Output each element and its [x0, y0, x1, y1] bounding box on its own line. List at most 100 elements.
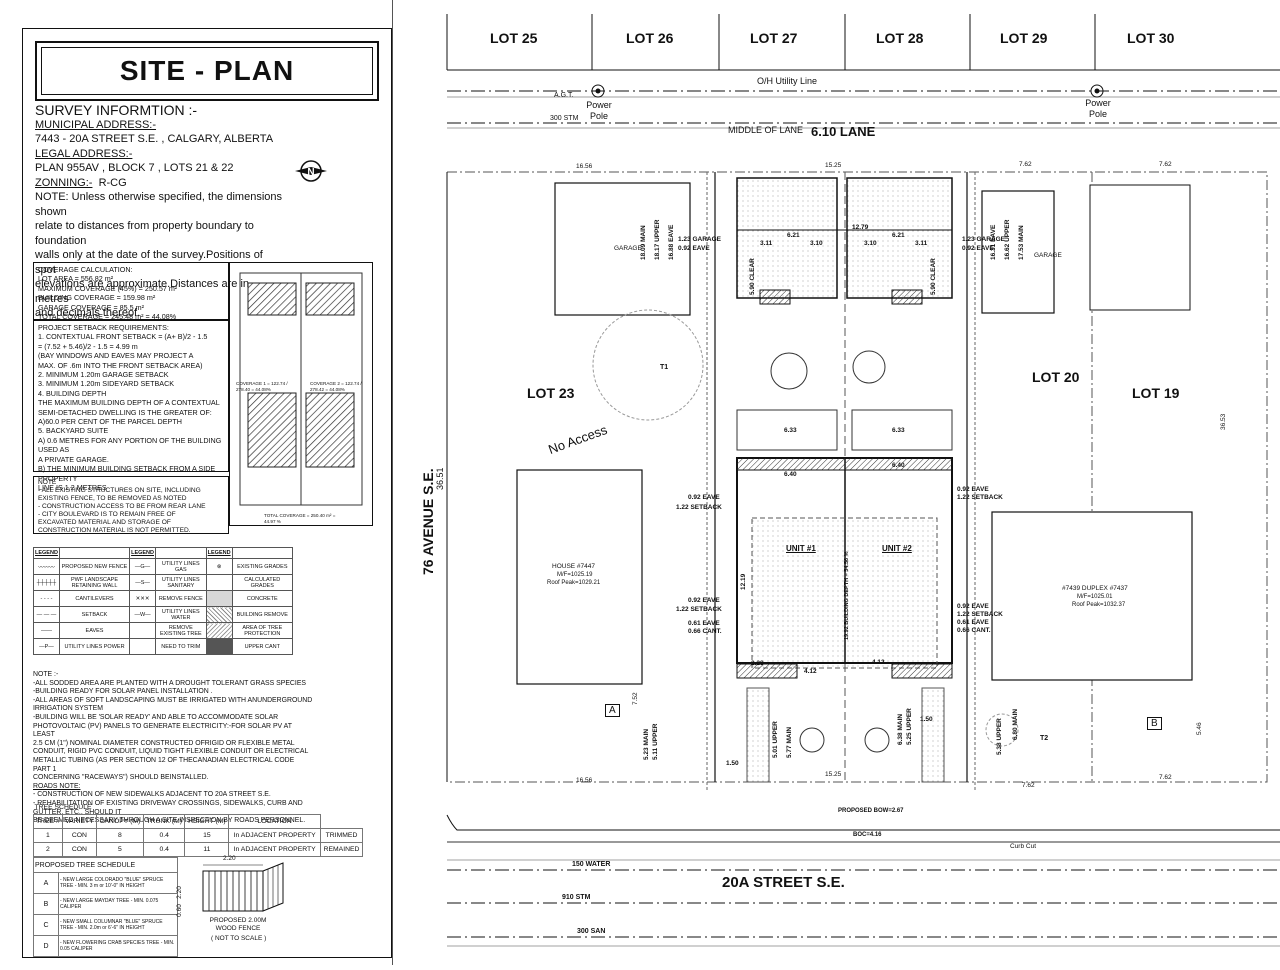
legend-item: UTILITY LINES POWER	[58, 638, 131, 655]
dim-eave-right: 0.92 EAVE	[962, 245, 994, 252]
boc-label: BOC=4.16	[853, 832, 882, 838]
dim-garage-setback-right: 1.23 GARAGE	[962, 236, 1005, 243]
dim-311-b: 3.11	[915, 240, 928, 247]
setback-line: THE MAXIMUM BUILDING DEPTH OF A CONTEXTU…	[38, 398, 220, 408]
street-label: 20A STREET S.E.	[722, 874, 845, 891]
lot-23-label: LOT 23	[527, 385, 575, 401]
dim-upper-501: 5.01 UPPER	[772, 721, 779, 758]
survey-information: SURVEY INFORMTION :- MUNICIPAL ADDRESS:-…	[35, 103, 285, 321]
sanitary-symbol: —S—	[129, 574, 156, 591]
legend-item: UPPER CANT	[231, 638, 294, 655]
dim-lot-right: 7.62	[1019, 161, 1032, 168]
dim-lot-mid-front: 15.25	[825, 771, 842, 778]
dim-lot-mid: 15.25	[825, 162, 842, 169]
dim-633-a: 6.33	[784, 427, 797, 434]
dim-main-523: 5.23 MAIN	[643, 728, 650, 760]
trim-symbol	[129, 638, 156, 655]
fence-width: 2.20	[223, 855, 236, 862]
dim-eave-right-side: 0.92 EAVE	[957, 603, 989, 610]
tree-cell: 1	[33, 828, 63, 843]
coverage-line: TOTAL COVERAGE = 245.48 m² = 44.08%	[38, 312, 177, 322]
unit-2-label: UNIT #2	[882, 544, 912, 553]
setback-line: A)60.0 PER CENT OF THE PARCEL DEPTH	[38, 417, 182, 427]
sheet-title: SITE - PLAN	[41, 47, 373, 95]
tree-t1-label: T1	[660, 364, 669, 371]
stm-910-label: 910 STM	[562, 894, 591, 901]
power-symbol: —P—	[33, 638, 60, 655]
dim-main-1753: 17.53 MAIN	[1018, 225, 1025, 260]
setback-line: PROJECT SETBACK REQUIREMENTS:	[38, 323, 169, 332]
dim-depth: 36.51	[435, 467, 445, 490]
total-coverage: TOTAL COVERAGE = 250.40 m² = 44.97 %	[264, 513, 336, 524]
title-block: SITE - PLAN	[35, 41, 379, 101]
site-plan-drawing: LOT 25 LOT 26 LOT 27 LOT 28 LOT 29 LOT 3…	[392, 0, 1280, 965]
general-note-line: -ALL AREAS OF SOFT LANDSCAPING MUST BE I…	[33, 696, 313, 704]
proposed-tree-id: B	[33, 893, 59, 915]
legend-item: UTILITY LINES SANITARY	[155, 574, 207, 591]
coverage-1: COVERAGE 1 = 122.74 / 278.40 = 44.08%	[236, 381, 288, 392]
lot-29-label: LOT 29	[1000, 30, 1048, 46]
fence-symbol: 〰〰〰	[33, 558, 60, 575]
lot-27-label: LOT 27	[750, 30, 798, 46]
proposed-tree-title: PROPOSED TREE SCHEDULE	[33, 857, 178, 873]
dim-228: 2.28	[751, 660, 764, 667]
coverage-diagram-drawing	[239, 272, 363, 506]
survey-note-3: elevations are approximate.Distances are…	[35, 278, 250, 305]
dim-150-b: 1.50	[726, 760, 739, 767]
dim-310-a: 3.10	[810, 240, 823, 247]
upper-cant-symbol	[205, 638, 233, 655]
tree-cell: 11	[184, 842, 230, 857]
dim-eave-left-side: 0.92 EAVE	[688, 597, 720, 604]
general-note-line: CONDUIT, RIGID PVC CONDUIT, LIQUID TIGHT…	[33, 748, 309, 756]
dim-752: 7.52	[632, 692, 639, 705]
dim-upper-538: 5.38 UPPER	[996, 718, 1003, 755]
legend-item: REMOVE EXISTING TREE	[155, 622, 207, 639]
survey-heading: SURVEY INFORMTION :-	[35, 102, 198, 118]
legend-item: SETBACK	[58, 606, 131, 623]
legend-item: CANTILEVERS	[58, 590, 131, 607]
legend-item: AREA OF TREE PROTECTION	[231, 622, 294, 639]
tree-t2-label: T2	[1040, 735, 1049, 742]
tree-cell: 0.4	[142, 828, 186, 843]
general-note-line: PHOTOVOLTAIC (PV) PANELS TO GENERATE ELE…	[33, 722, 292, 739]
marker-b[interactable]: B	[1147, 717, 1162, 730]
proposed-tree-desc: - NEW LARGE COLORADO "BLUE" SPRUCE TREE …	[58, 872, 178, 894]
tree-col: CANOPY (M)	[95, 814, 144, 829]
dim-clear-590-b: 5.90 CLEAR	[930, 258, 937, 295]
dim-546: 5.46	[1196, 722, 1203, 735]
proposed-tree-id: D	[33, 935, 59, 957]
marker-a[interactable]: A	[605, 704, 620, 717]
dim-eave-left: 0.92 EAVE	[678, 245, 710, 252]
dim-upper-1817: 18.17 UPPER	[654, 219, 661, 260]
lane-label: 6.10 LANE	[811, 124, 876, 139]
general-note-line: - REHABILITATION OF EXISTING DRIVEWAY CR…	[33, 799, 303, 807]
coverage-line: BUILDING COVERAGE = 159.98 m²	[38, 293, 156, 303]
dim-1279: 12.79	[852, 224, 869, 231]
dim-lot-right-front: 7.62	[1022, 782, 1035, 789]
legend-item: NEED TO TRIM	[155, 638, 207, 655]
dim-setback-left-front: 1.22 SETBACK	[676, 504, 722, 511]
dim-main-638: 6.38 MAIN	[897, 713, 904, 745]
house-7447-peak: Roof Peak=1029.21	[547, 580, 601, 586]
municipal-label: MUNICIPAL ADDRESS:-	[35, 118, 157, 131]
tree-cell: 5	[95, 842, 144, 857]
tree-cell: CON	[61, 842, 97, 857]
dim-633-b: 6.33	[892, 427, 905, 434]
setback-line: LINE IS 1.2 METRES	[38, 482, 107, 492]
general-note-line: IRRIGATION SYSTEM	[33, 705, 103, 713]
water-150-label: 150 WATER	[572, 861, 611, 868]
site-note-line: - CITY BOULEVARD IS TO REMAIN FREE OF	[38, 511, 176, 518]
tree-col: VARIETY	[61, 814, 97, 829]
zoning-label: ZONNING:-	[35, 176, 93, 189]
building-depth-note: 19.92 BUILDING DEPTH = 54.56 %	[844, 551, 850, 641]
site-note-line: CONSTRUCTION MATERIAL IS NOT PERMITTED.	[38, 527, 191, 534]
tree-col: TREE #	[33, 814, 63, 829]
setback-line: = (7.52 + 5.46)/2 - 1.5 = 4.99 m	[38, 341, 138, 351]
building-remove-symbol	[205, 606, 233, 623]
dim-setback-left-side: 1.22 SETBACK	[676, 606, 722, 613]
coverage-line: LOT AREA = 556.82 m²	[38, 274, 114, 284]
dim-640-b: 6.40	[892, 462, 905, 469]
dim-eave-right-front: 0.92 EAVE	[957, 486, 989, 493]
survey-note-2: walls only at the date of the survey.Pos…	[35, 249, 263, 276]
coverage-line: COVERAGE CALCULATION:	[38, 265, 133, 274]
